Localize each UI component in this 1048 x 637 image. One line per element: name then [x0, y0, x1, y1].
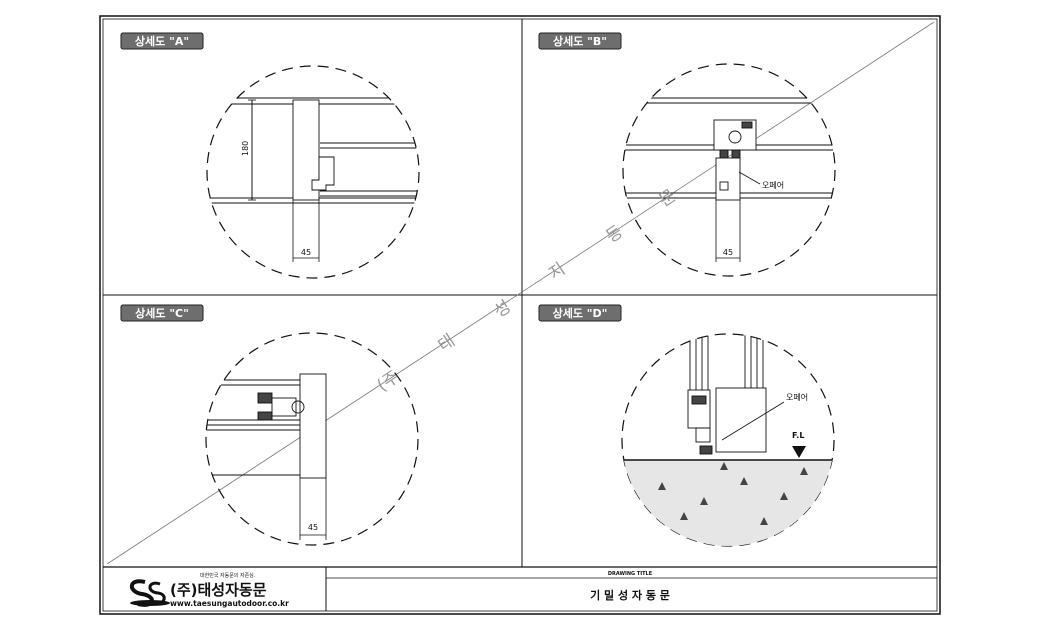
- panel-d-label: 상세도 "D": [538, 304, 622, 322]
- outer-frame: [99, 15, 941, 615]
- dimension-b-width: 45: [723, 248, 733, 257]
- section-a-geometry: [207, 97, 419, 204]
- watermark-char-1: (주: [374, 367, 404, 396]
- watermark-diagonal-line: [106, 21, 935, 565]
- watermark-char-3: 성: [491, 297, 515, 322]
- panel-c-label: 상세도 "C": [120, 304, 204, 322]
- floor-level-label: F.L: [792, 431, 804, 440]
- section-b-geometry: [623, 97, 835, 201]
- detail-panel-d: 상세도 "D": [538, 304, 835, 547]
- company-logo: [129, 579, 170, 607]
- callout-b-gasket: 오페어: [762, 180, 784, 190]
- callout-d-gasket: 오페어: [786, 392, 808, 402]
- section-d-geometry: [622, 334, 834, 546]
- dimension-a-width: 45: [301, 248, 311, 257]
- section-c-geometry: [206, 373, 327, 479]
- company-name: (주)태성자동문: [170, 581, 267, 599]
- watermark: (주 태 성 자 동 문: [374, 186, 680, 396]
- drawing-title-label: DRAWING TITLE: [608, 571, 653, 577]
- company-website: www.taesungautodoor.co.kr: [170, 599, 289, 608]
- inner-frame: [102, 18, 938, 612]
- detail-panel-b: 상세도 "B" 오페어 45: [538, 32, 836, 277]
- detail-panel-c: 상세도 "C" 45: [120, 304, 419, 546]
- svg-text:상세도 "B": 상세도 "B": [553, 34, 607, 48]
- watermark-char-2: 태: [435, 331, 459, 356]
- detail-circle-a: [206, 65, 420, 279]
- detail-circle-b: [622, 63, 836, 277]
- company-tagline: 대한민국 자동문의 자존심.: [200, 572, 256, 579]
- dimension-c-width: 45: [308, 523, 318, 532]
- title-block: 대한민국 자동문의 자존심. (주)태성자동문 www.taesungautod…: [129, 567, 937, 611]
- dimension-a-height: 180: [241, 141, 250, 156]
- watermark-char-6: 문: [656, 186, 680, 211]
- detail-circle-c: [205, 332, 419, 546]
- svg-text:상세도 "D": 상세도 "D": [553, 306, 608, 320]
- floor-level-marker-icon: [792, 446, 806, 458]
- drawing-title: 기 밀 성 자 동 문: [590, 588, 670, 602]
- panel-a-label: 상세도 "A": [120, 32, 204, 50]
- panel-b-label: 상세도 "B": [538, 32, 622, 50]
- svg-text:상세도 "A": 상세도 "A": [135, 34, 189, 48]
- detail-panel-a: 상세도 "A" 180 45: [120, 32, 420, 279]
- svg-text:상세도 "C": 상세도 "C": [135, 306, 189, 320]
